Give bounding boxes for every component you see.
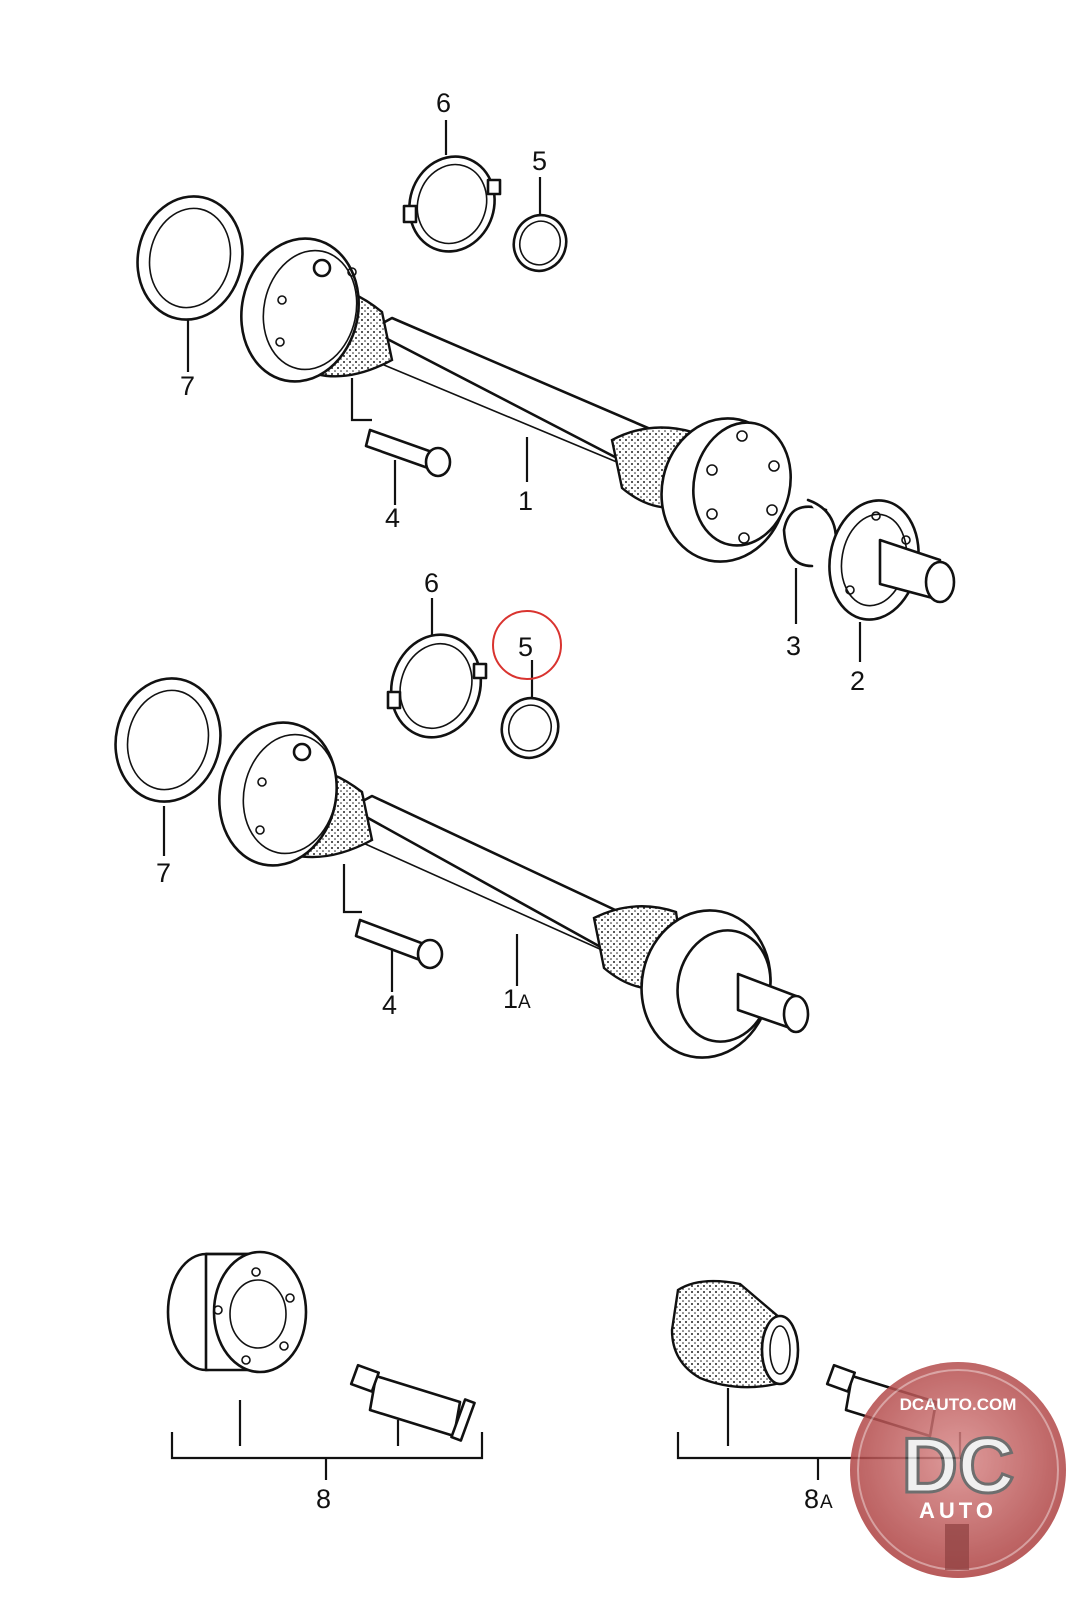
callout-1a-number: 1 [503, 984, 518, 1014]
callout-1-top: 1 [518, 486, 533, 516]
clamp-6-middle [386, 633, 488, 739]
cv-boot [670, 1279, 800, 1389]
callout-7-middle: 7 [156, 858, 171, 888]
dcauto-watermark: DCAUTO.COM DC AUTO [850, 1362, 1066, 1578]
watermark-logo-word: AUTO [919, 1498, 997, 1523]
bolt-4-middle [342, 864, 444, 970]
grease-tube-8 [349, 1363, 476, 1442]
circlip-3 [782, 498, 838, 568]
drive-shaft-1 [240, 237, 792, 563]
kit-8: 8 [166, 1250, 484, 1514]
watermark-site: DCAUTO.COM [900, 1395, 1017, 1414]
ring-7-top [136, 195, 244, 321]
callout-5-middle: 5 [518, 632, 533, 662]
callout-5-top: 5 [532, 146, 547, 176]
callout-8a-suffix: A [820, 1492, 833, 1513]
stub-axle-2 [828, 499, 956, 621]
highlight-circle [492, 610, 562, 680]
watermark-badge-icon [850, 1362, 1066, 1578]
callout-3: 3 [786, 631, 801, 661]
cv-joint [166, 1250, 308, 1374]
bolt-4-top [350, 378, 452, 478]
clamp-5-middle [500, 696, 560, 760]
callout-6-top: 6 [436, 88, 451, 118]
clamp-5-top [512, 213, 568, 273]
callout-2: 2 [850, 666, 865, 696]
callout-4-middle: 4 [382, 990, 397, 1020]
callout-1a-suffix: A [518, 992, 531, 1013]
callout-6-middle: 6 [424, 568, 439, 598]
top-assembly: 6 5 7 4 1 3 2 [136, 88, 956, 696]
drive-shaft-1a [218, 721, 810, 1059]
clamp-6-top [402, 155, 502, 253]
middle-assembly: 6 5 7 4 1 A [114, 568, 810, 1059]
callout-8a-number: 8 [804, 1484, 819, 1514]
ring-7-middle [114, 677, 222, 803]
callout-7-top: 7 [180, 371, 195, 401]
callout-8: 8 [316, 1484, 331, 1514]
callout-4-top: 4 [385, 503, 400, 533]
watermark-logo-letters: DC [902, 1421, 1015, 1509]
